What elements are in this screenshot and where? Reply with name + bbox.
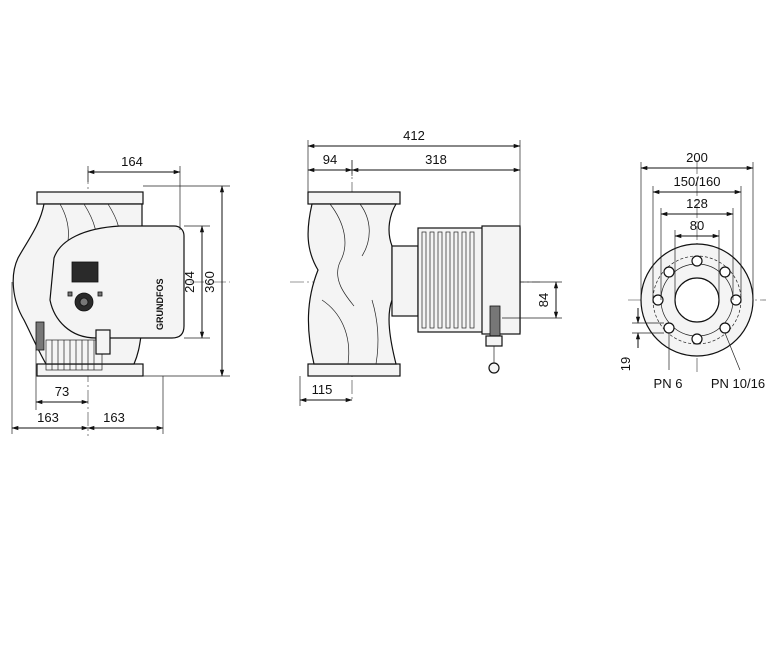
dim-flange-outer: 200 — [686, 150, 708, 165]
dim-front-total-height: 360 — [202, 271, 217, 293]
dim-side-axis-height: 84 — [536, 293, 551, 307]
dim-side-motor-length: 318 — [425, 152, 447, 167]
dim-flange-bore: 80 — [690, 218, 704, 233]
label-pn-low: PN 6 — [654, 376, 683, 391]
dim-flange-bolt-circle: 150/160 — [674, 174, 721, 189]
motor-fins — [421, 231, 475, 329]
dim-flange-bolt-hole: 19 — [618, 357, 633, 371]
dim-side-flange-width: 115 — [312, 382, 333, 397]
dim-front-half-right: 163 — [103, 410, 125, 425]
brand-logo: GRUNDFOS — [155, 279, 165, 331]
flange-view: 200 150/160 128 80 19 PN 6 PN 10/16 — [618, 150, 766, 391]
front-view: GRUNDFOS 164 204 360 73 — [11, 154, 230, 436]
label-pn-high: PN 10/16 — [711, 376, 765, 391]
side-view: 412 94 318 84 115 — [290, 128, 562, 406]
dim-flange-raised-face: 128 — [686, 196, 708, 211]
dim-front-width: 164 — [121, 154, 143, 169]
dim-front-cable-offset: 73 — [55, 384, 69, 399]
dim-front-control-height: 204 — [182, 271, 197, 293]
dim-front-half-left: 163 — [37, 410, 59, 425]
dim-side-total-length: 412 — [403, 128, 425, 143]
dim-side-flange-offset: 94 — [323, 152, 337, 167]
